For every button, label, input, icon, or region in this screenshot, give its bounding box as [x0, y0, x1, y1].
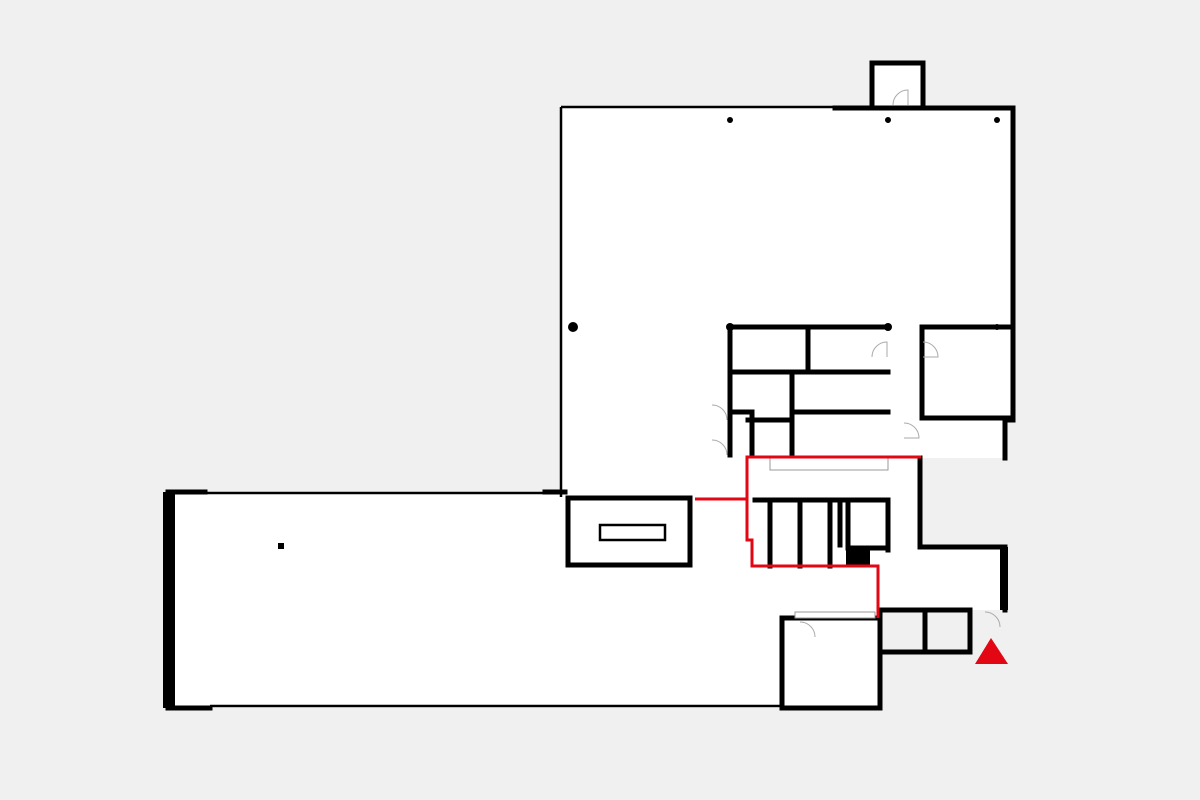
exterior-walls [163, 60, 1016, 711]
interior-walls [278, 324, 1016, 655]
columns [568, 117, 1000, 332]
you-are-here-triangle-icon [975, 638, 1008, 664]
doors [711, 89, 1001, 638]
route-path [695, 455, 921, 618]
